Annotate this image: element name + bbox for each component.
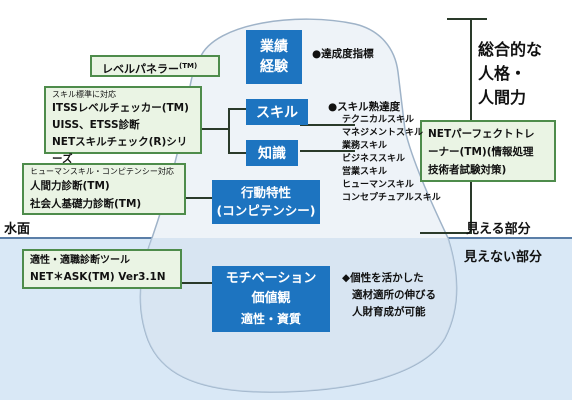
behavior-box: 行動特性 (コンピテンシー): [212, 180, 320, 224]
level-panel-label: レベルパネラー: [102, 62, 179, 76]
connector-knowledge: [228, 152, 248, 154]
behavior-line-1: 行動特性: [240, 185, 291, 200]
itss-line-3: NETスキルチェック(R)シリーズ: [52, 136, 188, 165]
performance-line-1: 業績: [260, 39, 288, 55]
knowledge-label: 知識: [258, 146, 286, 162]
level-panel-box: レベルパネラー(TM): [90, 55, 220, 77]
skill-level-item-2: マネジメントスキル: [342, 128, 424, 138]
skill-box: スキル: [246, 99, 308, 125]
connector-knowledge-level: [300, 150, 355, 152]
motivation-box: モチベーション 価値観 適性・資質: [212, 266, 330, 332]
total-label-line-3: 人間力: [478, 88, 527, 107]
itss-line-2: UISS、ETSS診断: [52, 119, 140, 131]
skill-level-item-6: ヒューマンスキル: [342, 180, 414, 190]
skill-level-item-3: 業務スキル: [342, 141, 388, 151]
connector-human: [186, 197, 212, 199]
personality-note: ◆個性を活かした 適材適所の伸びる 人財育成が可能: [342, 270, 436, 321]
performance-line-2: 経験: [260, 59, 288, 75]
skill-level-item-5: 営業スキル: [342, 167, 388, 177]
skill-level-item-7: コンセプチュアルスキル: [342, 193, 441, 203]
water-surface-label: 水面: [4, 222, 31, 237]
skill-level-list: ●スキル熟達度 テクニカルスキル マネジメントスキル 業務スキル ビジネススキル…: [328, 100, 441, 205]
net-perfect-line-2: ーナー(TM)(情報処理: [428, 146, 534, 158]
performance-box: 業績 経験: [246, 30, 302, 84]
motivation-line-1: モチベーション: [225, 271, 317, 286]
motivation-line-2: 価値観: [251, 291, 291, 306]
knowledge-box: 知識: [246, 140, 298, 166]
human-header: ヒューマンスキル・コンピテンシー対応: [30, 167, 174, 176]
connector-skill: [228, 108, 248, 110]
connector-vertical: [228, 108, 230, 154]
aptitude-line: NET＊ASK(TM) Ver3.1N: [30, 271, 166, 283]
skill-label: スキル: [256, 105, 298, 121]
total-label-line-1: 総合的な: [478, 40, 543, 59]
human-line-1: 人間力診断(TM): [30, 180, 110, 192]
connector-skill-level: [300, 124, 355, 126]
itss-line-1: ITSSレベルチェッカー(TM): [52, 102, 189, 114]
achievement-label: ●達成度指標: [312, 48, 374, 60]
connector-aptitude: [182, 282, 212, 284]
skill-level-item-4: ビジネススキル: [342, 154, 406, 164]
net-perfect-line-3: 技術者試験対策): [428, 164, 507, 176]
aptitude-header: 適性・適職診断ツール: [30, 255, 130, 266]
aptitude-box: 適性・適職診断ツール NET＊ASK(TM) Ver3.1N: [22, 249, 182, 289]
motivation-line-3: 適性・資質: [240, 312, 301, 326]
behavior-line-2: (コンピテンシー): [216, 203, 316, 218]
skill-level-item-1: テクニカルスキル: [342, 115, 415, 125]
human-line-2: 社会人基礎力診断(TM): [30, 198, 142, 210]
net-perfect-box: NETパーフェクトトレ ーナー(TM)(情報処理 技術者試験対策): [420, 120, 556, 182]
level-panel-tm: (TM): [179, 62, 198, 70]
bracket-bottom: [420, 232, 472, 234]
net-perfect-line-1: NETパーフェクトトレ: [428, 128, 535, 140]
visible-part-label: 見える部分: [466, 222, 531, 237]
connector-itss: [200, 128, 230, 130]
total-label: 総合的な 人格・ 人間力: [478, 38, 542, 110]
personality-note-line-1: ◆個性を活かした: [342, 272, 424, 284]
personality-note-line-2: 適材適所の伸びる: [352, 289, 436, 301]
human-box: ヒューマンスキル・コンピテンシー対応 人間力診断(TM) 社会人基礎力診断(TM…: [22, 163, 186, 215]
invisible-part-label: 見えない部分: [464, 250, 543, 265]
itss-box: スキル標準に対応 ITSSレベルチェッカー(TM) UISS、ETSS診断 NE…: [44, 86, 202, 165]
itss-header: スキル標準に対応: [52, 90, 116, 99]
total-label-line-2: 人格・: [478, 64, 527, 83]
bracket-top: [447, 18, 487, 20]
personality-note-line-3: 人財育成が可能: [352, 306, 426, 318]
skill-level-title: ●スキル熟達度: [328, 101, 401, 113]
